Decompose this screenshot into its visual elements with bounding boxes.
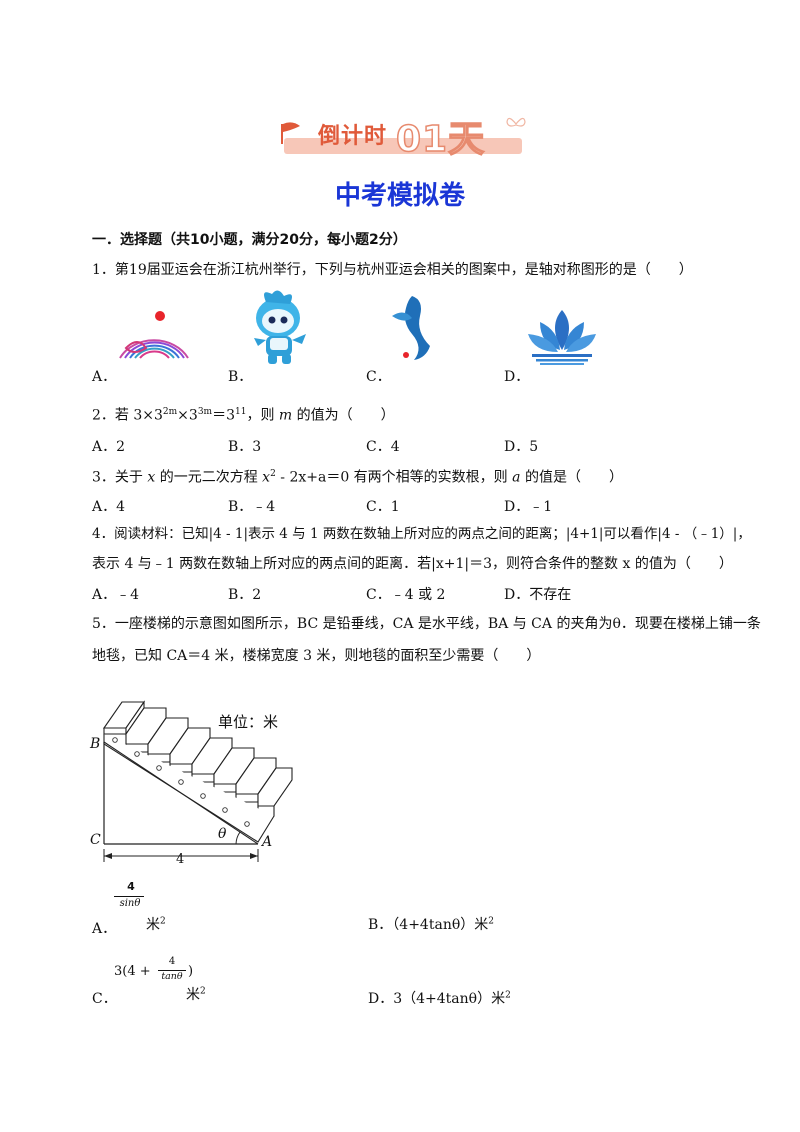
flag-icon bbox=[281, 122, 300, 144]
q3-option-c[interactable]: C．1 bbox=[366, 499, 400, 515]
figure-unit-label: 单位：米 bbox=[218, 713, 279, 731]
q4-option-d[interactable]: D．不存在 bbox=[504, 587, 572, 603]
page-title: 中考模拟卷 bbox=[334, 181, 465, 211]
q1-option-c[interactable]: C． bbox=[366, 369, 391, 385]
question-5-line-1: 5．一座楼梯的示意图如图所示，BC 是铅垂线，CA 是水平线，BA 与 CA 的… bbox=[92, 616, 761, 632]
section-heading: 一．选择题（共10小题，满分20分，每小题2分） bbox=[92, 232, 407, 248]
theta-label: θ bbox=[218, 826, 227, 842]
optC-unit: 米2 bbox=[186, 986, 206, 1003]
q2-option-d[interactable]: D．5 bbox=[504, 439, 539, 455]
q3-option-d[interactable]: D．﹣1 bbox=[504, 499, 553, 515]
q4-option-b[interactable]: B．2 bbox=[228, 587, 262, 603]
point-c-label: C bbox=[90, 832, 101, 848]
optC-denominator: tanθ bbox=[161, 971, 183, 982]
butterfly-icon bbox=[506, 117, 526, 127]
countdown-banner: 倒计时 01天 bbox=[278, 112, 528, 161]
optA-unit: 米2 bbox=[146, 916, 166, 933]
q5-option-b[interactable]: B．（4+4tanθ）米2 bbox=[368, 916, 494, 933]
dolphin-logo-image bbox=[392, 296, 430, 360]
question-2-text: 2．若 3×32m×33m＝311，则 m 的值为（ ） bbox=[92, 407, 395, 424]
optC-fraction-bar bbox=[158, 970, 186, 971]
rainbow-logo-image bbox=[119, 311, 189, 359]
optC-expr-post: ) bbox=[188, 964, 194, 979]
q1-option-b[interactable]: B． bbox=[228, 369, 253, 385]
optA-fraction-bar bbox=[114, 896, 144, 897]
banner-text-day: 01天 bbox=[395, 118, 486, 161]
q2-option-a[interactable]: A．2 bbox=[92, 439, 126, 455]
q5-option-a[interactable]: A． bbox=[92, 921, 117, 937]
question-5-line-2: 地毯，已知 CA＝4 米，楼梯宽度 3 米，则地毯的面积至少需要（ ） bbox=[92, 648, 541, 664]
q2-option-b[interactable]: B．3 bbox=[228, 439, 262, 455]
optC-numerator: 4 bbox=[168, 956, 176, 967]
length-label: 4 bbox=[176, 852, 185, 867]
point-a-label: A bbox=[262, 834, 273, 850]
q1-option-d[interactable]: D． bbox=[504, 369, 530, 385]
q5-option-d[interactable]: D．3（4+4tanθ）米2 bbox=[368, 990, 511, 1007]
mascot-image bbox=[254, 290, 306, 364]
q3-option-a[interactable]: A．4 bbox=[92, 499, 126, 515]
question-1-text: 1．第19届亚运会在浙江杭州举行，下列与杭州亚运会相关的图案中，是轴对称图形的是… bbox=[92, 262, 693, 278]
q4-option-a[interactable]: A．﹣4 bbox=[92, 587, 140, 603]
banner-text-countdown: 倒计时 bbox=[318, 124, 388, 149]
q5-option-c[interactable]: C． bbox=[92, 991, 117, 1007]
staircase-diagram bbox=[102, 700, 293, 862]
optA-denominator: sinθ bbox=[119, 898, 141, 909]
question-4-line-1: 4．阅读材料：已知|4 - 1|表示 4 与 1 两数在数轴上所对应的两点之间的… bbox=[92, 526, 751, 542]
optA-numerator: 4 bbox=[127, 880, 135, 893]
question-3-text: 3．关于 x 的一元二次方程 x2 - 2x+a＝0 有两个相等的实数根，则 a… bbox=[92, 469, 623, 486]
q2-option-c[interactable]: C．4 bbox=[366, 439, 400, 455]
q4-option-c[interactable]: C．﹣4 或 2 bbox=[366, 587, 446, 603]
q1-option-a[interactable]: A． bbox=[92, 369, 117, 385]
banner-bar bbox=[284, 138, 522, 154]
lotus-logo-image bbox=[528, 310, 596, 365]
q3-option-b[interactable]: B．﹣4 bbox=[228, 499, 276, 515]
question-4-line-2: 表示 4 与﹣1 两数在数轴上所对应的两点间的距离．若|x+1|＝3，则符合条件… bbox=[92, 556, 733, 572]
point-b-label: B bbox=[90, 736, 101, 752]
optC-expr-pre: 3(4 + bbox=[114, 964, 151, 979]
